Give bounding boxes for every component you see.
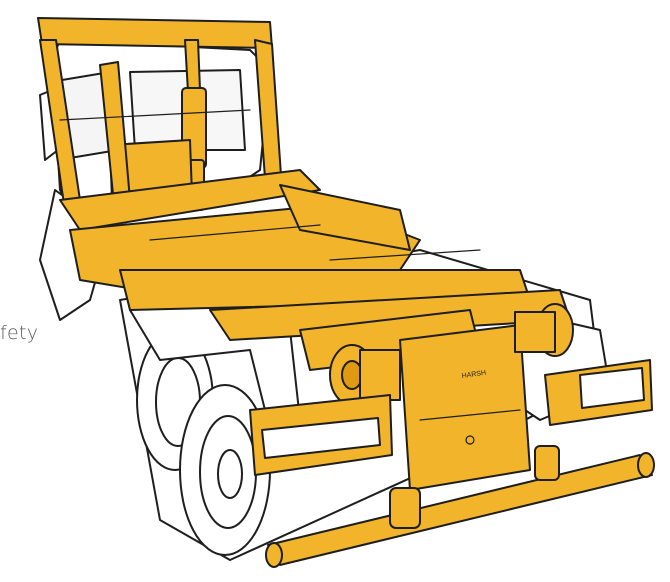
rear-bumper-bar [265,445,655,568]
frame-detail-lines [59,109,521,445]
left-light-bracket [249,394,393,476]
left-roller [329,344,401,406]
hooklift-frame [37,17,571,371]
right-roller [514,303,574,357]
rear-plate [399,324,531,491]
right-light-bracket [544,359,653,426]
side-caption: fety [0,322,39,344]
rear-wheel-right [179,384,271,556]
brand-plate-label: HARSH [461,370,486,380]
